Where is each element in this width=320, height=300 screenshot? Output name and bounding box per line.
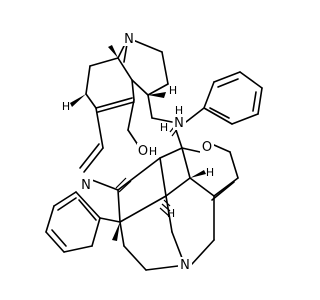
nitrogen-bottom-label: N	[180, 258, 190, 273]
label-background	[200, 139, 214, 154]
nitrogen-top-label: N	[124, 32, 134, 47]
bond	[229, 151, 239, 179]
bond	[151, 117, 173, 123]
stereo-wedge	[70, 94, 86, 107]
bond	[117, 189, 121, 223]
bond	[117, 57, 133, 81]
label-background	[178, 257, 192, 272]
bond	[203, 81, 215, 109]
bond	[159, 157, 167, 197]
label-background	[137, 143, 149, 158]
stereo-wedge	[108, 45, 118, 58]
bonds	[45, 37, 263, 271]
bond	[159, 147, 183, 159]
bond	[217, 78, 239, 88]
bond	[181, 147, 201, 153]
bond	[131, 79, 149, 96]
bond	[119, 195, 167, 223]
hydrogen-lower-label: H	[167, 207, 175, 220]
bond	[91, 217, 101, 247]
bond	[99, 217, 121, 223]
bond	[231, 113, 259, 125]
ring-oxygen-label: O	[202, 140, 212, 155]
stereo-hash	[163, 199, 171, 207]
stereo-hash	[118, 180, 132, 193]
bond	[257, 87, 263, 115]
molecule-structure-diagram: N N H O H O N N H H H H H	[45, 31, 263, 273]
bond	[45, 231, 65, 253]
bond	[213, 144, 231, 153]
bond	[147, 83, 169, 96]
bond	[85, 93, 97, 109]
stereo-hash	[161, 203, 171, 212]
bond	[185, 107, 205, 123]
nitrogen-amine-label: N	[174, 116, 184, 131]
bond	[91, 179, 119, 191]
amine-hydrogen-label: H	[175, 104, 183, 117]
bond	[45, 205, 55, 233]
bond	[83, 147, 104, 173]
bond	[95, 107, 104, 149]
label-background	[80, 177, 93, 192]
bond	[145, 265, 179, 271]
hydroxyl-hydrogen-label: H	[149, 145, 157, 158]
bond	[63, 245, 93, 253]
atom-labels: N N H O H O N N H H H H H	[62, 31, 214, 273]
bond	[252, 91, 257, 112]
bond	[79, 143, 100, 169]
bond	[191, 239, 215, 265]
bond	[165, 177, 191, 197]
stereo-wedge	[112, 222, 120, 241]
bond	[213, 177, 239, 197]
bond	[85, 65, 91, 95]
bond	[127, 99, 135, 131]
bond	[53, 191, 77, 207]
hydrogen-topright-label: H	[169, 84, 177, 97]
bond	[189, 177, 215, 197]
bond	[213, 71, 241, 83]
hydrogen-ring-label: H	[206, 166, 214, 179]
bond	[239, 71, 263, 89]
bond	[51, 229, 67, 247]
bond	[57, 197, 77, 211]
stereo-wedge	[148, 92, 166, 98]
bond	[161, 51, 169, 85]
bond	[147, 94, 153, 119]
stereo-hash	[115, 177, 127, 189]
bond	[123, 245, 147, 271]
bond	[165, 195, 173, 233]
hydrogen-mid-label: H	[160, 121, 168, 134]
bond	[75, 191, 101, 219]
bond	[78, 199, 97, 221]
nitrogen-indole-label: N	[81, 178, 91, 193]
bond	[131, 79, 135, 101]
bond	[95, 97, 133, 109]
stereo-hash	[159, 207, 170, 217]
hydrogen-left-label: H	[62, 100, 70, 113]
bond	[119, 221, 125, 247]
bond	[171, 231, 183, 259]
structure-canvas: N N H O H O N N H H H H H	[45, 31, 263, 273]
hydroxyl-oxygen-label: O	[138, 144, 148, 159]
bond	[117, 157, 161, 191]
bond	[203, 107, 233, 125]
label-background	[123, 31, 135, 46]
bond	[181, 147, 191, 179]
bond	[89, 57, 119, 67]
bond	[211, 181, 235, 201]
bond	[209, 107, 230, 119]
bond	[97, 101, 135, 113]
stereo-wedge	[190, 170, 206, 178]
label-background	[173, 115, 186, 130]
bond	[175, 129, 183, 149]
